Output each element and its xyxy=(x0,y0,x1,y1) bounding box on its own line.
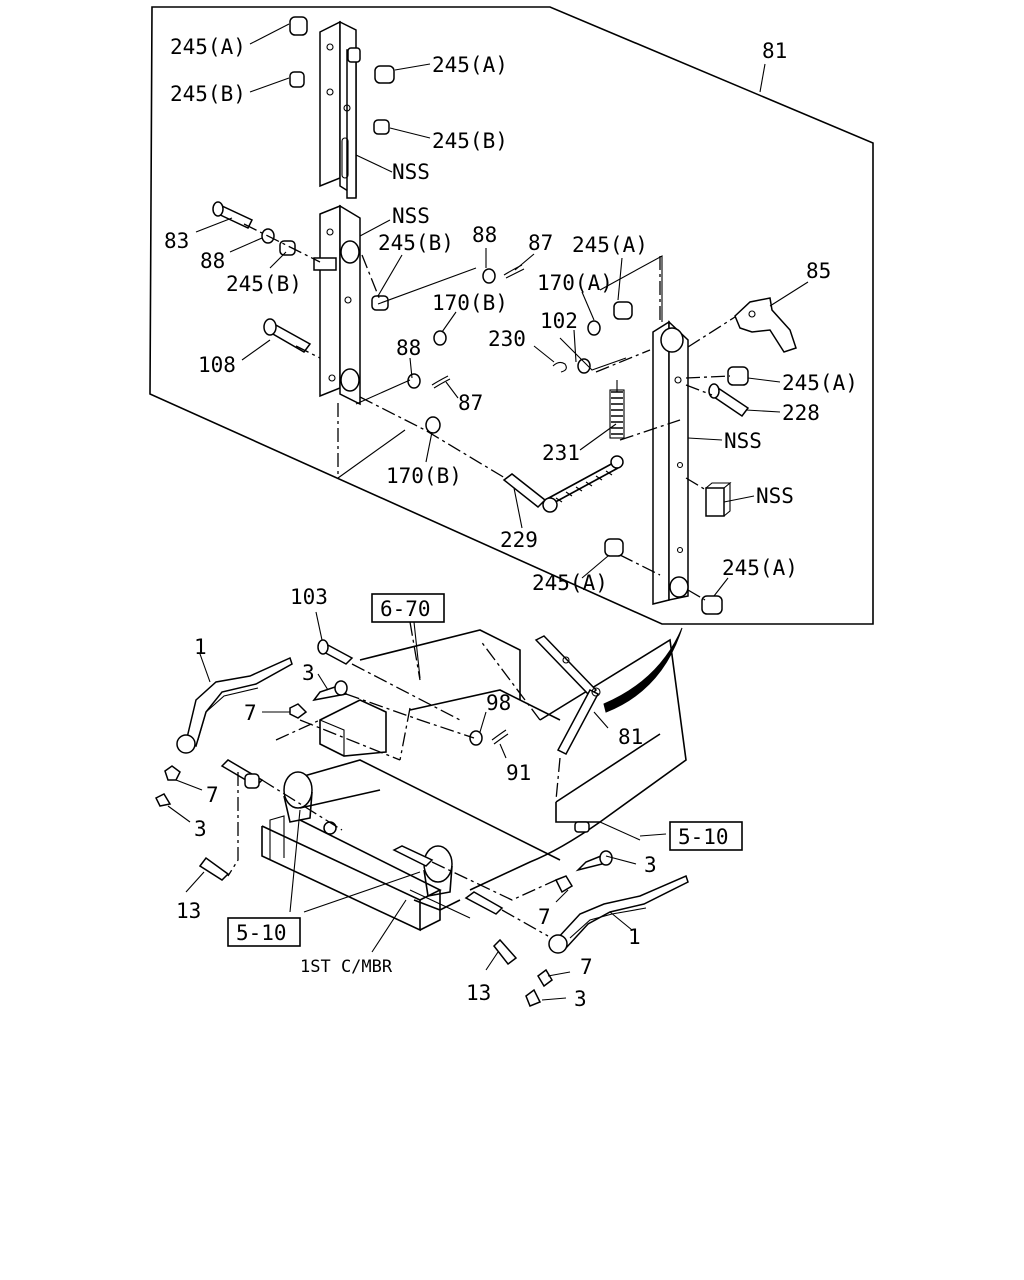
lower-assembly xyxy=(154,611,689,1007)
callout-245a: 245(A) xyxy=(432,53,508,77)
callout-228: 228 xyxy=(782,401,820,425)
callout-231: 231 xyxy=(542,441,580,465)
callout-170a: 170(A) xyxy=(537,271,613,295)
fasteners xyxy=(154,639,613,1007)
clip-nss xyxy=(705,481,732,517)
callout-88: 88 xyxy=(200,249,225,273)
callout-nss: NSS xyxy=(724,429,762,453)
frame-rail xyxy=(469,638,687,891)
reference-box-6-70 xyxy=(371,593,445,623)
callout-labels: 245(A) 245(A) 245(B) 245(B) NSS 81 NSS 8… xyxy=(164,35,858,1011)
callout-1: 1 xyxy=(628,925,641,949)
callout-245b: 245(B) xyxy=(226,272,302,296)
upper-left-bracket xyxy=(319,20,361,199)
lower-leader-lines xyxy=(167,611,667,1001)
callout-170b: 170(B) xyxy=(386,464,462,488)
reference-5-10: 5-10 xyxy=(236,921,287,945)
reference-box-5-10 xyxy=(227,917,301,947)
callout-85: 85 xyxy=(806,259,831,283)
lower-left-bracket xyxy=(313,204,361,406)
right-link-bar xyxy=(652,320,689,605)
callout-245b: 245(B) xyxy=(170,82,246,106)
leaf-spring-left xyxy=(176,656,293,754)
callout-7: 7 xyxy=(244,701,257,725)
callout-245a: 245(A) xyxy=(170,35,246,59)
callout-7: 7 xyxy=(580,955,593,979)
assembly-lines xyxy=(243,223,736,601)
callout-108: 108 xyxy=(198,353,236,377)
callout-87: 87 xyxy=(458,391,483,415)
callout-229: 229 xyxy=(500,528,538,552)
link-81-lower xyxy=(534,635,601,755)
callout-7: 7 xyxy=(538,905,551,929)
callout-3: 3 xyxy=(302,661,315,685)
callout-81: 81 xyxy=(618,725,643,749)
callout-87: 87 xyxy=(528,231,553,255)
callout-88: 88 xyxy=(396,336,421,360)
spring-231 xyxy=(609,380,625,439)
reference-boxes: 6-70 5-10 5-10 1ST C/MBR xyxy=(227,593,743,977)
callout-81: 81 xyxy=(762,39,787,63)
callout-3: 3 xyxy=(574,987,587,1011)
callout-83: 83 xyxy=(164,229,189,253)
first-cross-member-label: 1ST C/MBR xyxy=(300,957,393,977)
callout-245a: 245(A) xyxy=(532,571,608,595)
leader-lines xyxy=(195,23,809,597)
rod-229 xyxy=(502,455,624,513)
callout-13: 13 xyxy=(466,981,491,1005)
lower-assembly-lines xyxy=(227,621,561,937)
lever-85 xyxy=(734,297,797,353)
callout-245b: 245(B) xyxy=(432,129,508,153)
callout-98: 98 xyxy=(486,691,511,715)
detail-pointer-arrow xyxy=(603,627,683,713)
callout-88: 88 xyxy=(472,223,497,247)
frame-block xyxy=(289,629,561,861)
bushings xyxy=(279,16,749,615)
hangers xyxy=(283,771,461,911)
pins-and-washers xyxy=(212,201,750,434)
detail-inset-border xyxy=(149,6,874,625)
callout-91: 91 xyxy=(506,761,531,785)
leaf-spring-right xyxy=(548,874,689,954)
callout-nss: NSS xyxy=(756,484,794,508)
callout-1: 1 xyxy=(194,635,207,659)
detail-inset xyxy=(149,6,874,625)
callout-103: 103 xyxy=(290,585,328,609)
callout-245a: 245(A) xyxy=(782,371,858,395)
callout-nss: NSS xyxy=(392,160,430,184)
callout-nss: NSS xyxy=(392,204,430,228)
reference-6-70: 6-70 xyxy=(380,597,431,621)
callout-3: 3 xyxy=(644,853,657,877)
callout-3: 3 xyxy=(194,817,207,841)
callout-102: 102 xyxy=(540,309,578,333)
callout-245b: 245(B) xyxy=(378,231,454,255)
callout-13: 13 xyxy=(176,899,201,923)
reference-box-5-10 xyxy=(669,821,743,851)
callout-245a: 245(A) xyxy=(572,233,648,257)
callout-7: 7 xyxy=(206,783,219,807)
callout-170b: 170(B) xyxy=(432,291,508,315)
reference-5-10: 5-10 xyxy=(678,825,729,849)
callout-245a: 245(A) xyxy=(722,556,798,580)
callout-230: 230 xyxy=(488,327,526,351)
